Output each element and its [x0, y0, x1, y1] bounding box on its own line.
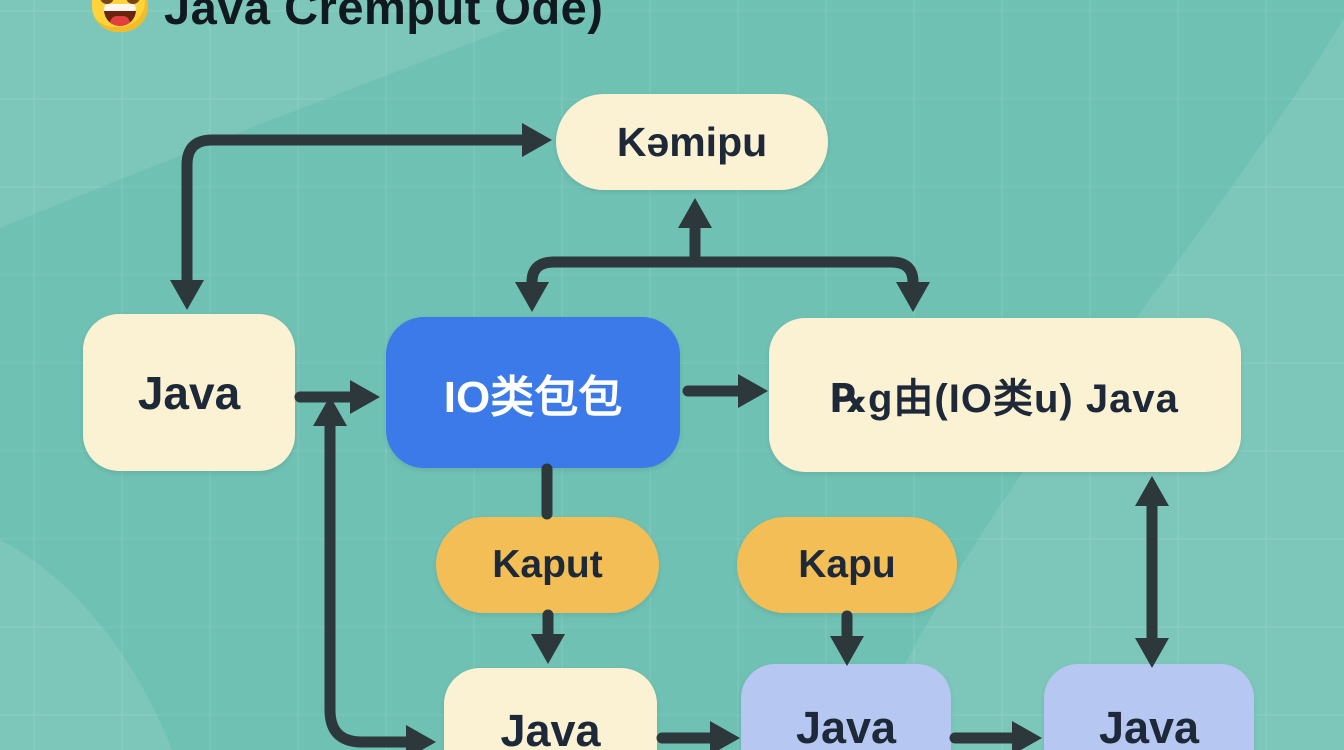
node-java-bottom-2-label: Java: [795, 702, 897, 750]
node-kaput-label: Kaput: [492, 543, 603, 586]
node-java-left-label: Java: [137, 366, 241, 419]
arrow-java-out-to-b2: [656, 721, 740, 750]
arrow-kapu-to-java: [830, 610, 864, 666]
arrow-kaput-to-java: [531, 609, 565, 664]
arrow-elbow-java-out: [313, 396, 436, 750]
node-java-bottom-1: Java: [444, 668, 657, 750]
node-java-bottom-2: Java: [741, 664, 951, 750]
arrow-reader-b3-double: [1135, 476, 1169, 668]
node-java-bottom-1-label: Java: [500, 704, 601, 750]
laughing-face-emoji-icon: [92, 0, 148, 32]
node-kamipu: Kəmipu: [556, 94, 828, 190]
node-java-left: Java: [83, 314, 295, 471]
arrow-java-kamipu: [170, 123, 552, 310]
node-java-bottom-3: Java: [1044, 664, 1254, 750]
node-java-bottom-3-label: Java: [1098, 702, 1200, 750]
node-kapu-label: Kapu: [798, 543, 896, 586]
node-kapu: Kapu: [737, 517, 957, 613]
arrow-b2-to-b3: [949, 721, 1042, 750]
node-kamipu-label: Kəmipu: [616, 118, 768, 165]
arrow-kamipu-branch: [515, 198, 930, 312]
node-io-classes-label: IO类包包: [443, 372, 623, 422]
page-title: Java Cremput Ode): [164, 0, 604, 34]
arrow-java-to-io: [294, 380, 380, 414]
node-io-classes: IO类包包: [386, 317, 680, 468]
node-reader: ℞g由(IO类u) Java: [769, 318, 1241, 472]
node-kaput: Kaput: [436, 517, 659, 613]
arrow-io-to-reader: [682, 374, 768, 408]
title-row: Java Cremput Ode): [92, 0, 603, 35]
node-reader-label: ℞g由(IO类u) Java: [831, 377, 1179, 421]
